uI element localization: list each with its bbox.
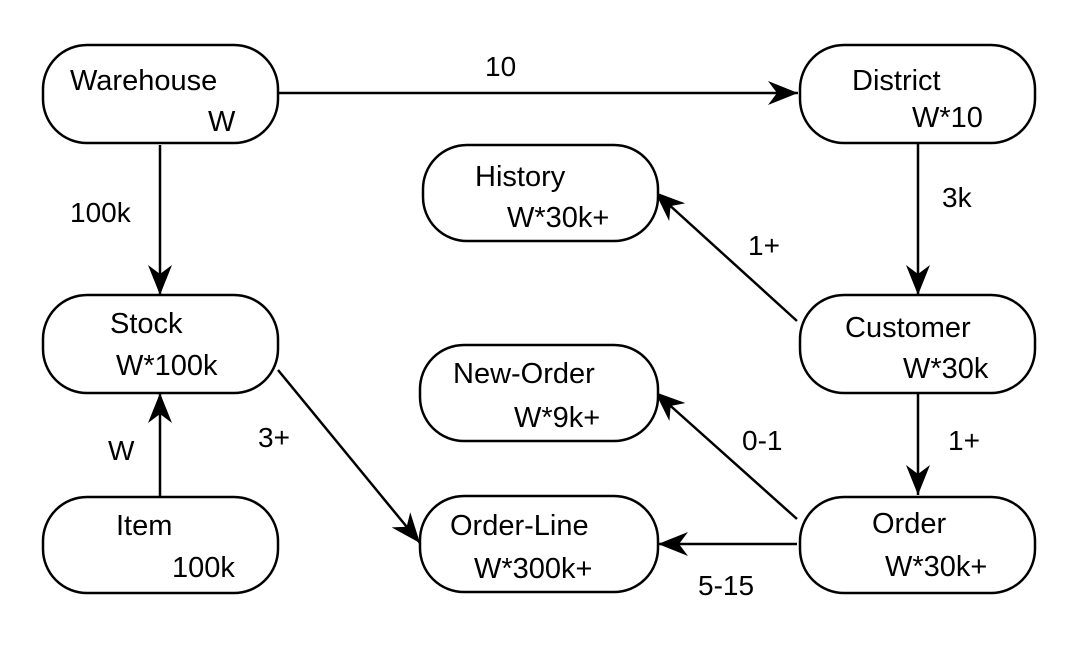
- node-customer-name: Customer: [845, 312, 971, 344]
- node-new-order-cardinality: W*9k+: [514, 402, 600, 434]
- edge-item-stock: W: [108, 393, 172, 497]
- node-stock-box: [41, 293, 280, 395]
- edge-warehouse-stock: 100k: [70, 145, 172, 295]
- node-item-name: Item: [116, 510, 172, 542]
- node-order-line-name: Order-Line: [450, 510, 589, 542]
- edge-customer-order: 1+: [906, 393, 980, 495]
- node-district: District W*10: [798, 43, 1037, 145]
- arrow-customer-to-history: [654, 191, 798, 322]
- edge-label-order-new-order: 0-1: [742, 425, 782, 456]
- edge-label-customer-history: 1+: [748, 230, 780, 261]
- edge-label-stock-order-line: 3+: [258, 422, 290, 453]
- node-item-cardinality: 100k: [172, 552, 235, 584]
- node-order: Order W*30k+: [798, 495, 1037, 595]
- node-order-line-box: [418, 494, 660, 594]
- node-district-cardinality: W*10: [912, 102, 983, 134]
- node-district-name: District: [852, 65, 941, 97]
- node-history-cardinality: W*30k+: [507, 202, 609, 234]
- node-customer-cardinality: W*30k: [903, 353, 989, 385]
- node-new-order-name: New-Order: [453, 358, 595, 390]
- node-stock-cardinality: W*100k: [116, 350, 218, 382]
- edge-order-new-order: 0-1: [654, 391, 798, 520]
- node-warehouse-name: Warehouse: [70, 65, 217, 97]
- node-stock-name: Stock: [110, 308, 183, 340]
- edge-customer-history: 1+: [654, 191, 798, 322]
- node-warehouse-box: [41, 43, 280, 145]
- node-stock: Stock W*100k: [41, 293, 280, 395]
- node-new-order-box: [418, 343, 660, 443]
- node-item-box: [41, 495, 280, 595]
- edge-label-district-customer: 3k: [942, 182, 973, 213]
- node-order-cardinality: W*30k+: [885, 551, 987, 583]
- edge-district-customer: 3k: [906, 143, 973, 295]
- node-new-order: New-Order W*9k+: [418, 343, 660, 443]
- arrow-order-to-new-order: [654, 391, 798, 520]
- arrow-stock-to-order-line: [277, 369, 421, 544]
- node-customer: Customer W*30k: [798, 293, 1037, 395]
- node-item: Item 100k: [41, 495, 280, 595]
- node-order-line-cardinality: W*300k+: [474, 553, 592, 585]
- node-order-box: [798, 495, 1037, 595]
- node-warehouse-cardinality: W: [208, 106, 236, 138]
- edge-label-order-order-line: 5-15: [698, 570, 754, 601]
- node-district-box: [798, 43, 1037, 145]
- edge-label-warehouse-stock: 100k: [70, 197, 132, 228]
- node-order-line: Order-Line W*300k+: [418, 494, 660, 594]
- node-history: History W*30k+: [421, 143, 660, 243]
- node-history-name: History: [475, 161, 566, 193]
- edge-label-customer-order: 1+: [948, 425, 980, 456]
- node-history-box: [421, 143, 660, 243]
- node-order-name: Order: [872, 508, 946, 540]
- edge-order-order-line: 5-15: [658, 532, 797, 601]
- node-customer-box: [798, 293, 1037, 395]
- node-warehouse: Warehouse W: [41, 43, 280, 145]
- edge-warehouse-district: 10: [278, 51, 798, 105]
- edge-label-warehouse-district: 10: [485, 51, 516, 82]
- edge-stock-order-line: 3+: [258, 369, 421, 544]
- edge-label-item-stock: W: [108, 435, 135, 466]
